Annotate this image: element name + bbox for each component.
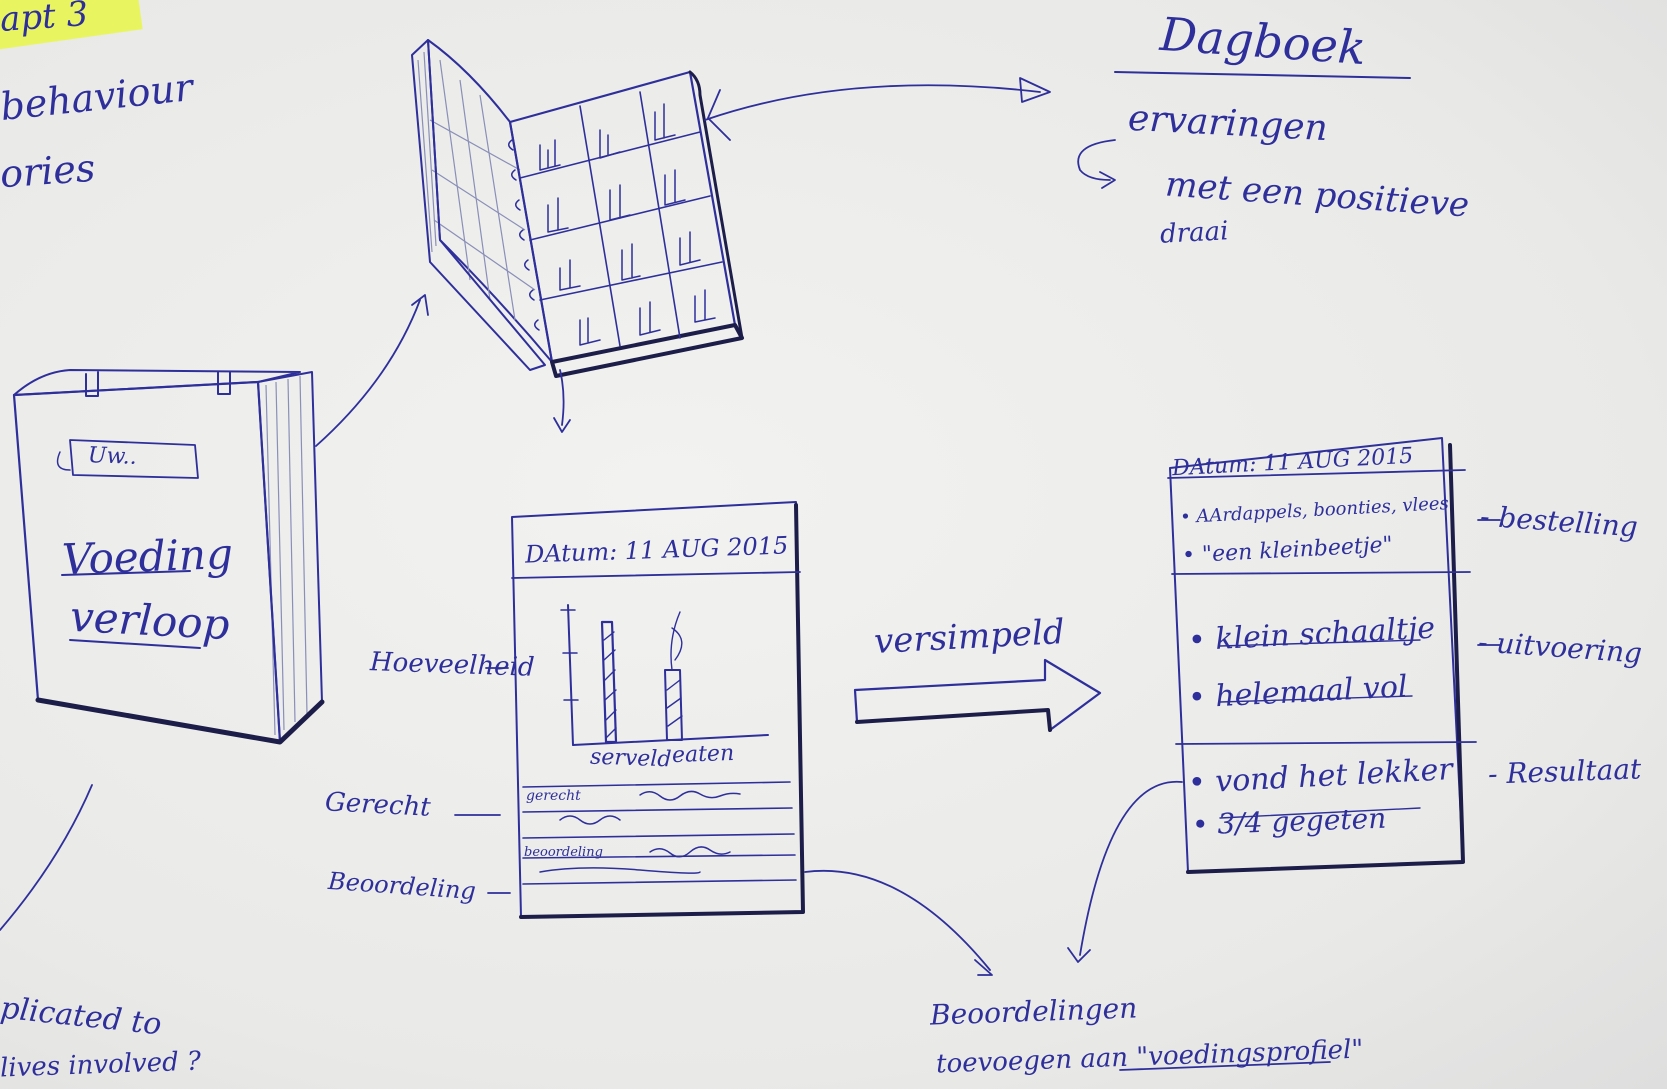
corner-heading: apt 3 <box>0 0 143 53</box>
dagboek-line-ervaringen: ervaringen <box>1127 97 1329 150</box>
label-gerecht: Gerecht <box>324 787 432 823</box>
book-sketch <box>12 369 325 745</box>
dagboek-line-draai: draai <box>1159 216 1230 250</box>
left-card-sketch <box>454 501 805 919</box>
arrow-label: versimpeld <box>873 612 1066 662</box>
right-card-item-6: • 3/4 gegeten <box>1191 801 1387 842</box>
book-label-text: Uw.. <box>87 443 138 470</box>
corner-line-ories: ories <box>0 145 97 197</box>
label-hoeveelheid: Hoeveelheid <box>369 647 536 683</box>
book-title-line2: verloop <box>68 591 231 650</box>
book-title-line1: Voeding <box>61 529 234 584</box>
bottom-note-line1: Beoordelingen <box>929 991 1138 1032</box>
dagboek-title: Dagboek <box>1158 6 1368 76</box>
left-card-row2-label: beoordeling <box>524 845 603 860</box>
corner-bottom-line2: lives involved ? <box>0 1046 202 1084</box>
left-card-row1-label: gerecht <box>526 788 581 804</box>
right-card-sketch <box>1167 437 1501 874</box>
corner-heading-text: apt 3 <box>0 0 90 41</box>
left-card-bar-label-2: eaten <box>671 740 735 769</box>
diary-sketch <box>411 39 744 433</box>
left-card-bar-label-1: serveld <box>589 744 672 773</box>
label-resultaat: - Resultaat <box>1487 752 1642 791</box>
